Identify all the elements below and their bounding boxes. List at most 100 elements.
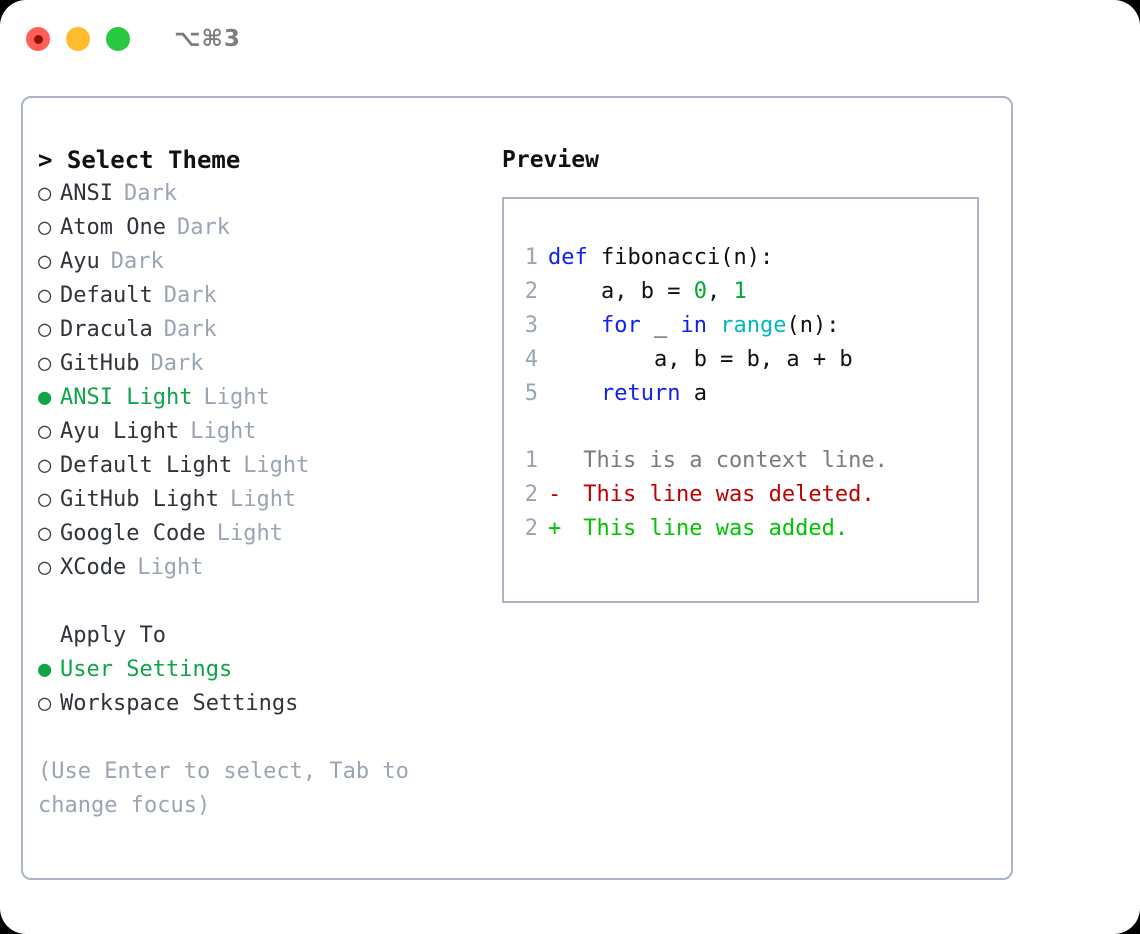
theme-option-label: Ayu [60,249,100,274]
line-number: 1 [524,448,538,473]
minimize-button[interactable] [66,27,90,51]
diff-text: This line was deleted. [570,482,875,507]
code-token-id [548,313,601,338]
keyboard-shortcut-label: ⌥⌘3 [174,26,241,52]
theme-option-kind: Dark [163,283,217,308]
theme-option-kind: Light [190,419,257,444]
theme-option-label: GitHub Light [60,487,219,512]
code-token-kw: def [548,245,588,270]
page-title: > Select Theme [38,146,241,174]
theme-option-dracula[interactable]: ○ Dracula Dark [38,313,488,347]
spacer [38,585,488,619]
radio-unselected-icon: ○ [38,453,52,478]
theme-option-label: XCode [60,555,127,580]
close-button[interactable] [26,27,50,51]
code-token-id: , [706,279,734,304]
code-token-kw: return [600,381,681,406]
code-token-id: fibonacci(n): [601,245,774,270]
line-number: 5 [524,381,538,406]
title-bar: ⌥⌘3 [0,0,1140,78]
code-token-id: (n): [786,313,840,338]
radio-selected-icon: ● [38,657,52,682]
theme-option-kind: Light [216,521,283,546]
code-token-id: a [680,381,707,406]
code-line: 4 a, b = b, a + b [516,343,853,377]
theme-option-label: Default [60,283,153,308]
theme-option-kind: Dark [123,181,177,206]
apply-to-option-label: User Settings [60,657,233,682]
theme-option-kind: Light [229,487,297,512]
theme-option-label: Dracula [60,317,153,342]
line-number: 3 [524,313,538,338]
radio-unselected-icon: ○ [38,487,52,512]
theme-option-label: GitHub [60,351,140,376]
diff-line-ctx: 1 This is a context line. [516,444,888,478]
code-token-num: 1 [733,279,747,304]
radio-unselected-icon: ○ [38,249,52,274]
radio-unselected-icon: ○ [38,181,52,206]
maximize-button[interactable] [106,27,130,51]
apply-to-option-label: Workspace Settings [60,691,299,716]
line-number: 2 [524,279,538,304]
code-line: 2 a, b = 0, 1 [516,275,853,309]
apply-to-option-workspace-settings[interactable]: ○ Workspace Settings [38,687,488,721]
code-token-id [707,313,720,338]
code-token-id [588,245,601,270]
theme-option-kind: Dark [163,317,217,342]
theme-option-label: Ayu Light [60,419,180,444]
theme-option-kind: Dark [150,351,204,376]
theme-option-ansi[interactable]: ○ ANSI Dark [38,177,488,211]
apply-to-option-user-settings[interactable]: ● User Settings [38,653,488,687]
radio-unselected-icon: ○ [38,555,52,580]
radio-unselected-icon: ○ [38,317,52,342]
code-token-kw: for [600,313,641,338]
code-line: 3 for _ in range(n): [516,309,853,343]
theme-option-google-code[interactable]: ○ Google Code Light [38,517,488,551]
theme-option-atom-one[interactable]: ○ Atom One Dark [38,211,488,245]
theme-option-xcode[interactable]: ○ XCode Light [38,551,488,585]
keyboard-hint: (Use Enter to select, Tab to change focu… [38,759,409,818]
theme-option-kind: Dark [176,215,230,240]
theme-option-ayu[interactable]: ○ Ayu Dark [38,245,488,279]
theme-option-github-light[interactable]: ○ GitHub Light Light [38,483,488,517]
code-token-kw: in [680,313,707,338]
radio-unselected-icon: ○ [38,351,52,376]
line-number: 4 [524,347,538,372]
code-token-fn: range [720,313,787,338]
diff-line-add: 2+ This line was added. [516,512,888,546]
diff-line-del: 2- This line was deleted. [516,478,888,512]
theme-option-label: Google Code [60,521,206,546]
theme-option-kind: Dark [110,249,164,274]
theme-option-label: ANSI Light [60,385,193,410]
diff-marker: - [548,482,562,507]
theme-option-kind: Light [243,453,310,478]
code-token-id: a, b = b, a + b [548,347,853,372]
theme-option-label: Default Light [60,453,233,478]
line-number: 2 [524,516,538,541]
radio-unselected-icon: ○ [38,521,52,546]
code-token-id [548,381,601,406]
code-token-num: 0 [693,279,707,304]
radio-unselected-icon: ○ [38,691,52,716]
code-token-id: _ [640,313,681,338]
recording-indicator-icon [33,34,43,44]
theme-option-kind: Light [137,555,204,580]
radio-selected-icon: ● [38,385,52,410]
preview-title: Preview [502,147,599,173]
window-controls [26,27,130,51]
theme-option-label: ANSI [60,181,113,206]
theme-option-default-light[interactable]: ○ Default Light Light [38,449,488,483]
radio-unselected-icon: ○ [38,215,52,240]
theme-option-label: Atom One [60,215,166,240]
theme-option-github[interactable]: ○ GitHub Dark [38,347,488,381]
